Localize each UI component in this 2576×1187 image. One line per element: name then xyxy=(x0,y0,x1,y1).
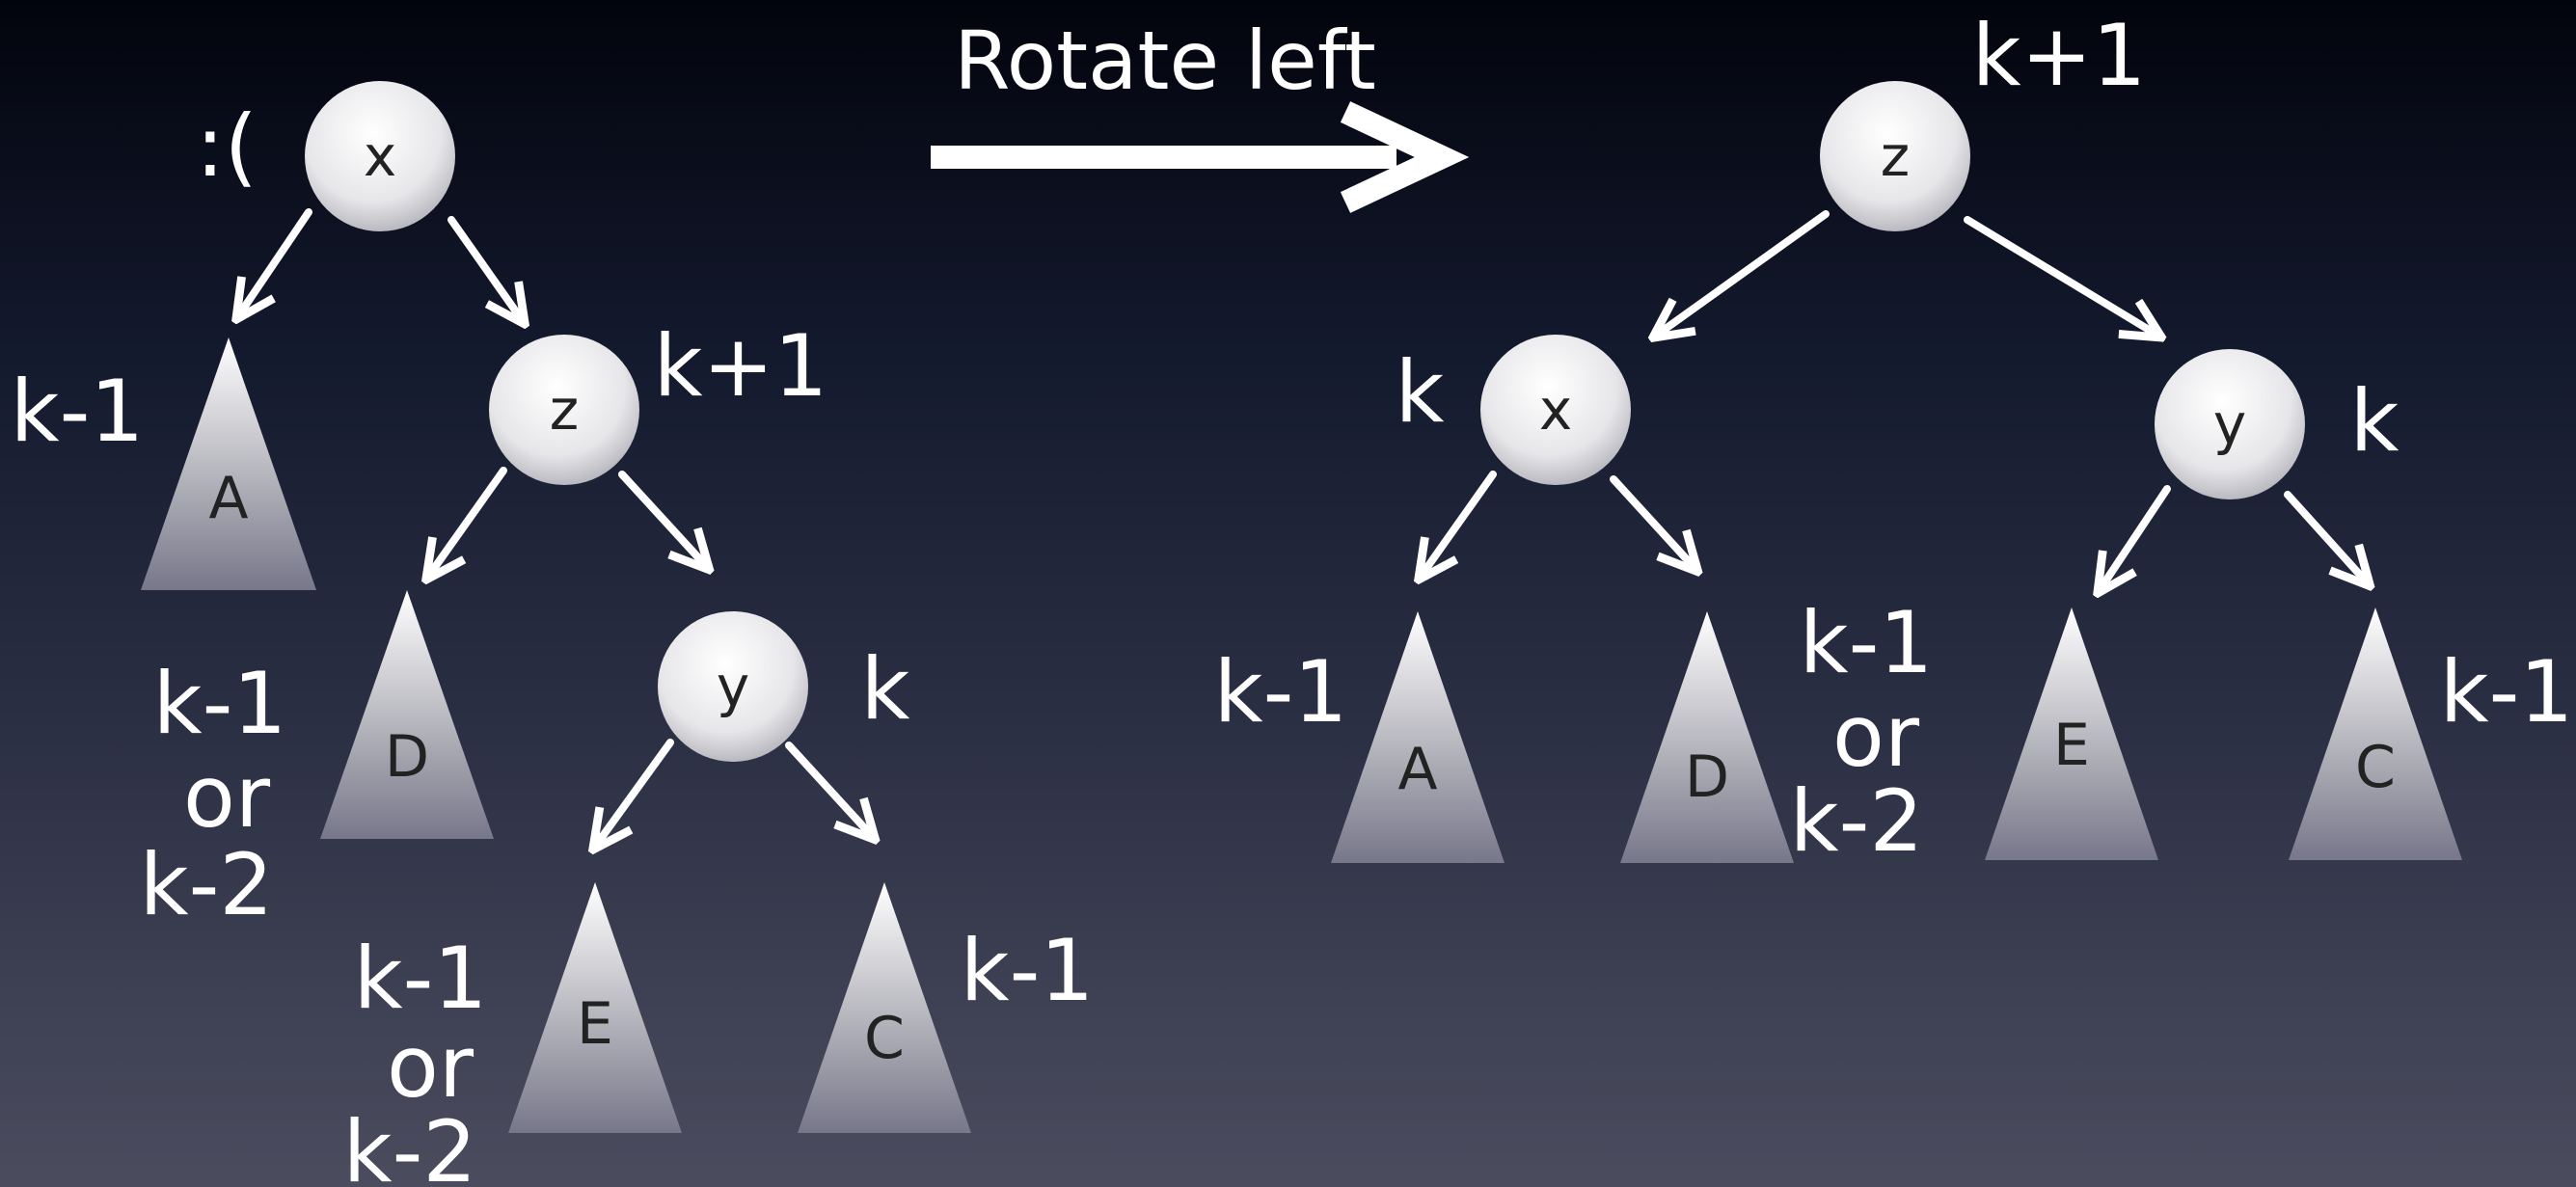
svg-text:k-2: k-2 xyxy=(140,835,274,934)
before-tree: :( x z y A D E xyxy=(11,81,1095,1187)
svg-text:E: E xyxy=(2053,712,2090,779)
edge-x-d xyxy=(1610,475,1695,569)
svg-text:y: y xyxy=(2213,391,2246,457)
svg-text:E: E xyxy=(577,990,613,1058)
svg-text:D: D xyxy=(385,723,429,791)
title: Rotate left xyxy=(954,13,1376,108)
subtree-d: D xyxy=(1620,611,1794,863)
node-y: y xyxy=(658,611,808,762)
height-z: k+1 xyxy=(1972,6,2147,105)
svg-text:k-1: k-1 xyxy=(1800,593,1934,692)
svg-text:x: x xyxy=(364,123,396,189)
height-y: k xyxy=(2350,371,2400,471)
svg-text:z: z xyxy=(1881,123,1910,189)
svg-text:or: or xyxy=(387,1017,475,1117)
svg-text:x: x xyxy=(1539,377,1572,443)
subtree-c: C xyxy=(2289,607,2462,860)
node-y: y xyxy=(2155,349,2305,499)
height-c: k-1 xyxy=(2440,642,2574,742)
svg-text:C: C xyxy=(2355,734,2396,801)
height-x: k xyxy=(1396,342,1445,442)
subtree-c: C xyxy=(798,882,971,1133)
node-z: z xyxy=(1820,81,1970,231)
after-tree: z x y A D E C k+1 k k k-1 xyxy=(1214,6,2574,871)
subtree-e: E xyxy=(1985,607,2158,860)
node-x: x xyxy=(1480,335,1631,485)
height-e: k-1 or k-2 xyxy=(1790,593,1934,871)
node-x: x xyxy=(305,81,455,231)
svg-text:A: A xyxy=(1397,736,1437,803)
edge-y-e xyxy=(595,739,674,847)
edge-x-a xyxy=(1421,471,1497,577)
svg-text:k-1: k-1 xyxy=(153,654,287,753)
svg-text:or: or xyxy=(183,747,271,847)
svg-text:D: D xyxy=(1685,743,1729,811)
edge-z-y xyxy=(1964,216,2158,336)
height-z: k+1 xyxy=(654,316,828,416)
node-z: z xyxy=(489,335,639,485)
height-e: k-1 or k-2 xyxy=(343,929,488,1187)
svg-text:y: y xyxy=(717,654,749,719)
svg-text:k-2: k-2 xyxy=(343,1102,477,1187)
subtree-a: A xyxy=(141,337,316,590)
edge-y-e xyxy=(2100,485,2171,590)
edge-z-d xyxy=(428,467,507,577)
height-a: k-1 xyxy=(1214,642,1348,742)
subtree-e: E xyxy=(508,882,682,1133)
svg-text:or: or xyxy=(1832,687,1920,786)
sad-face-label: :( xyxy=(196,96,258,196)
svg-text:k-2: k-2 xyxy=(1790,771,1924,871)
edge-x-a xyxy=(238,208,312,316)
svg-text:A: A xyxy=(208,465,248,532)
svg-text:C: C xyxy=(864,1005,905,1072)
edge-z-y xyxy=(618,471,707,567)
height-c: k-1 xyxy=(961,921,1095,1020)
height-y: k xyxy=(861,639,910,739)
height-a: k-1 xyxy=(11,362,145,461)
svg-text:k-1: k-1 xyxy=(354,929,488,1028)
edge-y-c xyxy=(785,742,873,837)
edge-z-x xyxy=(1656,210,1830,336)
edge-x-z xyxy=(447,216,523,321)
edge-y-c xyxy=(2284,491,2368,583)
height-d: k-1 or k-2 xyxy=(140,654,287,934)
svg-text:z: z xyxy=(550,377,579,443)
rotate-arrow xyxy=(931,101,1470,213)
subtree-a: A xyxy=(1331,611,1505,863)
subtree-d: D xyxy=(320,590,494,839)
